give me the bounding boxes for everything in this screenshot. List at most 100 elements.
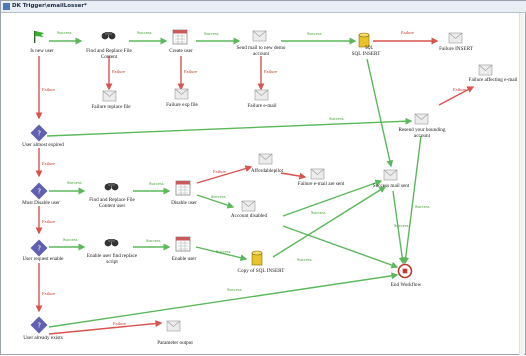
edge-label-success: Success <box>204 31 219 36</box>
node-label-enuser: Enable user <box>171 256 197 262</box>
node-label-fmailsent: Failure e-mail are sent <box>297 181 345 187</box>
envelope-icon[interactable] <box>166 320 181 332</box>
svg-text:SQL: SQL <box>365 45 374 50</box>
edge-label-success: Success <box>329 116 344 121</box>
calendar-icon[interactable] <box>172 29 188 45</box>
edge-sql-faffect[interactable] <box>438 86 475 106</box>
edge-label-failure: Failure <box>213 169 227 174</box>
envelope-icon[interactable] <box>174 88 189 100</box>
calendar-icon[interactable] <box>175 180 191 196</box>
envelope-icon[interactable] <box>102 90 117 102</box>
svg-text:?: ? <box>37 130 41 138</box>
edge-resend-end[interactable] <box>402 135 422 265</box>
node-label-expired: User almost expired <box>22 142 64 148</box>
flag-start-icon[interactable] <box>34 31 44 43</box>
edge-label-success: Success <box>311 210 326 215</box>
edge-sql-succmail[interactable] <box>366 58 394 168</box>
edge-label-success: Success <box>307 31 322 36</box>
node-label-succmail: Success mail sent <box>372 183 410 189</box>
edge-label-failure: Failure <box>401 30 415 35</box>
decision-icon[interactable]: ? <box>30 124 48 142</box>
edge-afford-fmailsent[interactable] <box>280 172 307 180</box>
envelope-icon[interactable] <box>478 64 493 76</box>
envelope-icon[interactable] <box>310 168 325 180</box>
edge-succmail-end[interactable] <box>392 190 406 265</box>
edge-label-success: Success <box>149 181 164 186</box>
svg-text:?: ? <box>37 188 41 196</box>
find-replace-icon[interactable] <box>104 239 119 247</box>
edge-label-success: Success <box>63 237 78 242</box>
find-replace-icon[interactable] <box>104 183 119 191</box>
end-icon[interactable] <box>397 263 413 279</box>
node-label-disuser: Disable user <box>171 200 197 206</box>
node-label-find1: Find and Replace File Content <box>86 48 132 60</box>
edge-label-success: Success <box>211 194 226 199</box>
database-icon[interactable] <box>251 250 263 266</box>
node-label-resend: Resend your bounding account <box>398 127 446 139</box>
decision-icon[interactable]: ? <box>30 239 48 257</box>
envelope-icon[interactable] <box>254 89 269 101</box>
node-label-copysql: Copy of SQL INSERT <box>237 268 285 274</box>
edge-label-success: Success <box>415 204 430 209</box>
vertical-scrollbar[interactable] <box>519 13 524 355</box>
edge-label-failure: Failure <box>184 69 198 74</box>
decision-icon[interactable]: ? <box>30 182 48 200</box>
title-bar: DK Trigger\emailLosser* <box>1 1 526 13</box>
edge-label-failure: Failure <box>42 161 56 166</box>
document-icon <box>3 3 10 10</box>
envelope-icon[interactable] <box>448 32 463 44</box>
edge-acctdis-end[interactable] <box>282 225 399 269</box>
node-label-finsert: Failure INSERT <box>439 46 473 52</box>
edge-copysql-succmail[interactable] <box>272 186 387 258</box>
edge-disuser-acctdis[interactable] <box>196 194 235 209</box>
node-label-acctdis: Account disabled <box>230 213 268 219</box>
node-label-faffect: Failure affecting e-mail <box>468 77 518 83</box>
edge-expired-resend[interactable] <box>46 117 413 137</box>
node-label-start: Is new user <box>30 48 54 54</box>
node-label-find2: Find and Replace File Content user <box>89 197 135 209</box>
edge-label-failure: Failure <box>42 291 56 296</box>
node-label-exists: User already exists <box>23 335 63 341</box>
database-icon[interactable]: SQL <box>358 32 374 50</box>
window-title: DK Trigger\emailLosser* <box>12 3 87 9</box>
node-label-disable: Must Disable user <box>22 200 60 206</box>
edge-label-failure: Failure <box>453 87 467 92</box>
svg-text:?: ? <box>37 245 41 253</box>
svg-text:?: ? <box>37 322 41 330</box>
edge-label-failure: Failure <box>112 69 126 74</box>
node-label-send: Send mail to new demo account <box>236 45 286 57</box>
find-replace-icon[interactable] <box>101 32 116 40</box>
edge-label-success: Success <box>146 238 161 243</box>
node-label-end: End Workflow <box>390 282 422 288</box>
node-label-frepl: Failure replace file <box>91 104 131 110</box>
node-label-create: Create user <box>169 48 193 54</box>
edge-exists-param[interactable] <box>48 320 163 335</box>
edge-label-success: Success <box>227 287 242 292</box>
edge-label-success: Success <box>137 30 152 35</box>
edge-enuser-copysql[interactable] <box>195 246 248 262</box>
node-label-param: Parameter output <box>157 340 193 346</box>
edge-disuser-afford[interactable] <box>196 165 253 184</box>
node-label-afford: Affordablepilot <box>250 168 284 174</box>
decision-icon[interactable]: ? <box>30 316 48 334</box>
envelope-icon[interactable] <box>383 169 398 181</box>
edge-label-failure: Failure <box>113 321 127 326</box>
envelope-icon[interactable] <box>252 30 267 42</box>
edge-label-success: Success <box>394 223 409 228</box>
node-label-enable: User request enable <box>22 256 64 262</box>
edge-label-success: Success <box>216 249 231 254</box>
calendar-icon[interactable] <box>175 236 191 252</box>
edge-label-failure: Failure <box>264 69 278 74</box>
edge-label-success: Success <box>57 30 72 35</box>
node-label-enfind: Enable user find replace script <box>86 253 138 265</box>
envelope-icon[interactable] <box>258 153 273 165</box>
node-label-fmail: Failure e-mail <box>247 103 277 109</box>
edge-acctdis-succmail[interactable] <box>282 179 383 217</box>
edge-label-failure: Failure <box>42 87 56 92</box>
envelope-icon[interactable] <box>241 200 256 212</box>
envelope-icon[interactable] <box>414 113 429 125</box>
edge-label-failure: Failure <box>42 219 56 224</box>
edge-exists-end[interactable] <box>48 272 399 328</box>
